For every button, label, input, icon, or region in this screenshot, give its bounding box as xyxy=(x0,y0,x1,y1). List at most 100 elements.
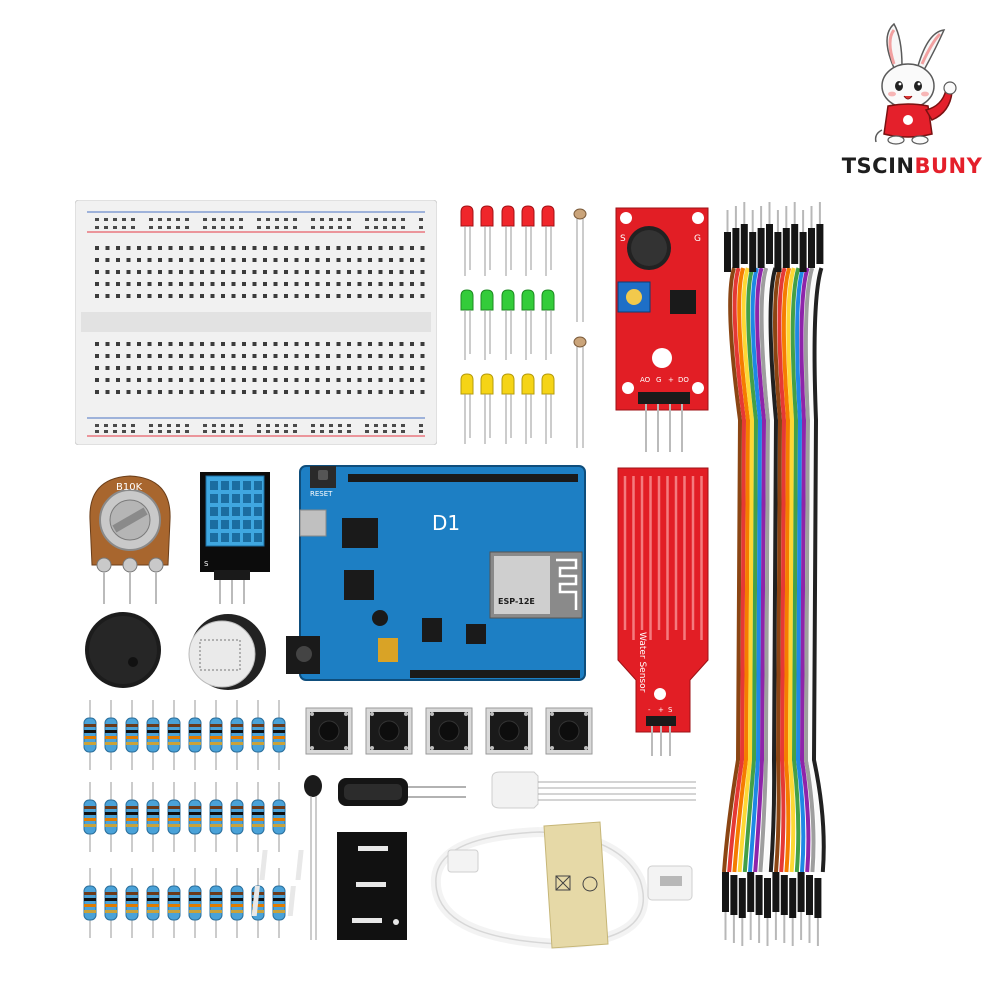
resistor-band xyxy=(126,824,138,827)
breadboard-hole xyxy=(389,378,393,382)
jumper-housing xyxy=(747,872,755,912)
resistor-body xyxy=(104,717,118,753)
resistor-band xyxy=(105,742,117,745)
breadboard-hole xyxy=(176,218,180,221)
led xyxy=(480,289,494,311)
breadboard-hole xyxy=(347,366,351,370)
breadboard-hole xyxy=(392,226,396,229)
tact-switch-button xyxy=(378,720,400,742)
breadboard-hole xyxy=(137,366,141,370)
tact-switch-rivet xyxy=(310,712,314,716)
breadboard-hole xyxy=(210,366,215,370)
breadboard-hole xyxy=(294,378,299,382)
resistor-band xyxy=(231,904,243,907)
breadboard-hole xyxy=(189,378,194,382)
tact-switch-row xyxy=(305,707,593,755)
jumper-housing xyxy=(749,232,757,272)
led xyxy=(480,205,494,227)
dht-vent xyxy=(210,520,218,529)
breadboard-hole xyxy=(357,246,362,250)
dht-vent xyxy=(210,494,218,503)
breadboard-hole xyxy=(158,354,162,358)
resistor-band xyxy=(126,818,138,821)
resistor-band xyxy=(147,898,159,901)
breadboard-hole xyxy=(185,430,189,433)
jumper-housing xyxy=(757,228,765,268)
breadboard-hole xyxy=(168,366,173,370)
breadboard-hole xyxy=(329,430,333,433)
breadboard-hole xyxy=(137,246,141,250)
breadboard-hole xyxy=(336,294,341,298)
mic-gnd-label: G xyxy=(656,376,661,384)
breadboard-hole xyxy=(200,246,204,250)
breadboard-hole xyxy=(185,226,189,229)
breadboard-hole xyxy=(368,354,372,358)
breadboard-hole xyxy=(176,226,180,229)
resistor-band xyxy=(126,806,138,809)
breadboard-hole xyxy=(257,430,261,433)
resistor-body xyxy=(188,885,202,921)
resistor-band xyxy=(189,904,201,907)
breadboard-hole xyxy=(116,342,120,346)
breadboard-hole xyxy=(420,246,425,250)
resistor-band xyxy=(147,904,159,907)
resistor-band xyxy=(189,806,201,809)
breadboard-hole xyxy=(95,270,99,274)
bunny-mascot-icon xyxy=(874,22,957,145)
breadboard-hole xyxy=(104,424,108,427)
resistor-band xyxy=(126,892,138,895)
breadboard-hole xyxy=(357,354,362,358)
resistor-band xyxy=(105,904,117,907)
breadboard-hole xyxy=(179,258,183,262)
resistor-body xyxy=(230,885,244,921)
breadboard-hole xyxy=(419,424,423,427)
breadboard-hole xyxy=(419,430,423,433)
breadboard-hole xyxy=(212,424,216,427)
breadboard-hole xyxy=(221,430,225,433)
resistor-body xyxy=(125,799,139,835)
resistor-band xyxy=(147,818,159,821)
breadboard-hole xyxy=(420,390,425,394)
resistor-band xyxy=(126,904,138,907)
jumper-housing xyxy=(808,228,815,268)
breadboard-hole xyxy=(158,342,162,346)
resistor-band xyxy=(168,898,180,901)
breadboard-hole xyxy=(305,270,309,274)
breadboard-hole xyxy=(273,294,278,298)
breadboard-hole xyxy=(113,430,117,433)
led xyxy=(460,373,474,395)
breadboard-hole xyxy=(266,430,270,433)
potentiometer: B10K xyxy=(89,475,171,604)
breadboard-hole xyxy=(158,246,162,250)
resistor-band xyxy=(273,724,285,727)
dht-vent xyxy=(254,481,262,490)
breadboard-hole xyxy=(104,226,108,229)
breadboard-hole xyxy=(320,430,324,433)
breadboard-hole xyxy=(399,246,404,250)
breadboard-hole xyxy=(210,378,215,382)
dht11-sensor: S xyxy=(200,472,270,604)
photoresistor-bottom xyxy=(573,336,587,448)
resistor-band xyxy=(210,812,222,815)
breadboard-hole xyxy=(294,390,299,394)
breadboard-hole xyxy=(326,354,330,358)
buzzer-passive xyxy=(188,614,266,690)
breadboard-hole xyxy=(230,226,234,229)
breadboard-hole xyxy=(158,218,162,221)
breadboard-hole xyxy=(158,226,162,229)
breadboard-hole xyxy=(284,430,288,433)
breadboard-hole xyxy=(357,366,362,370)
breadboard-hole xyxy=(273,366,278,370)
breadboard-hole xyxy=(357,294,362,298)
breadboard-hole xyxy=(305,258,309,262)
breadboard-hole xyxy=(389,354,393,358)
resistor-band xyxy=(84,806,96,809)
resistor-band xyxy=(168,806,180,809)
resistor-band xyxy=(105,806,117,809)
breadboard-hole xyxy=(212,226,216,229)
breadboard-hole xyxy=(137,258,141,262)
breadboard-hole xyxy=(168,378,173,382)
breadboard-hole xyxy=(252,354,257,358)
resistor-band xyxy=(273,904,285,907)
breadboard-hole xyxy=(210,246,215,250)
